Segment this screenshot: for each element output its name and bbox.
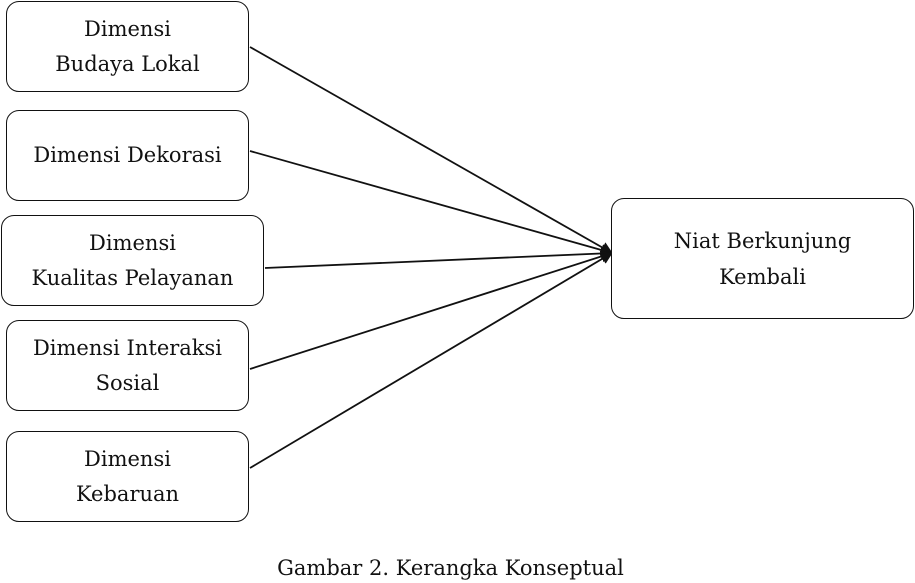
box-label-line: Kebaruan — [75, 481, 180, 506]
box-label-line: Kembali — [719, 264, 806, 289]
box-dimensi-kebaruan: Dimensi Kebaruan — [6, 431, 249, 522]
arrow-kebaruan-to-niat — [249, 252, 613, 469]
box-label-line: Dimensi — [84, 446, 171, 471]
figure-caption: Gambar 2. Kerangka Konseptual — [0, 553, 915, 583]
box-label-line: Dimensi Interaksi — [32, 335, 223, 360]
box-dimensi-dekorasi: Dimensi Dekorasi — [6, 110, 249, 201]
arrow-dekorasi-to-niat — [249, 150, 613, 256]
arrow-kualitas-to-niat — [264, 247, 613, 269]
box-label-line: Sosial — [95, 370, 160, 395]
arrow-interaksi-to-niat — [249, 250, 613, 370]
box-label-line: Niat Berkunjung — [673, 228, 852, 253]
box-label-line: Dimensi — [89, 230, 176, 255]
box-label-line: Budaya Lokal — [55, 51, 200, 76]
box-dimensi-interaksi-sosial: Dimensi Interaksi Sosial — [6, 320, 249, 411]
arrow-budaya-to-niat — [249, 46, 613, 254]
figure-caption-text: Gambar 2. Kerangka Konseptual — [277, 556, 624, 580]
box-niat-berkunjung-kembali: Niat Berkunjung Kembali — [611, 198, 914, 319]
box-dimensi-kualitas-pelayanan: Dimensi Kualitas Pelayanan — [1, 215, 264, 306]
box-dimensi-budaya-lokal: Dimensi Budaya Lokal — [6, 1, 249, 92]
box-label-line: Dimensi Dekorasi — [33, 143, 222, 167]
box-label-line: Kualitas Pelayanan — [31, 265, 234, 290]
box-label-line: Dimensi — [84, 16, 171, 41]
